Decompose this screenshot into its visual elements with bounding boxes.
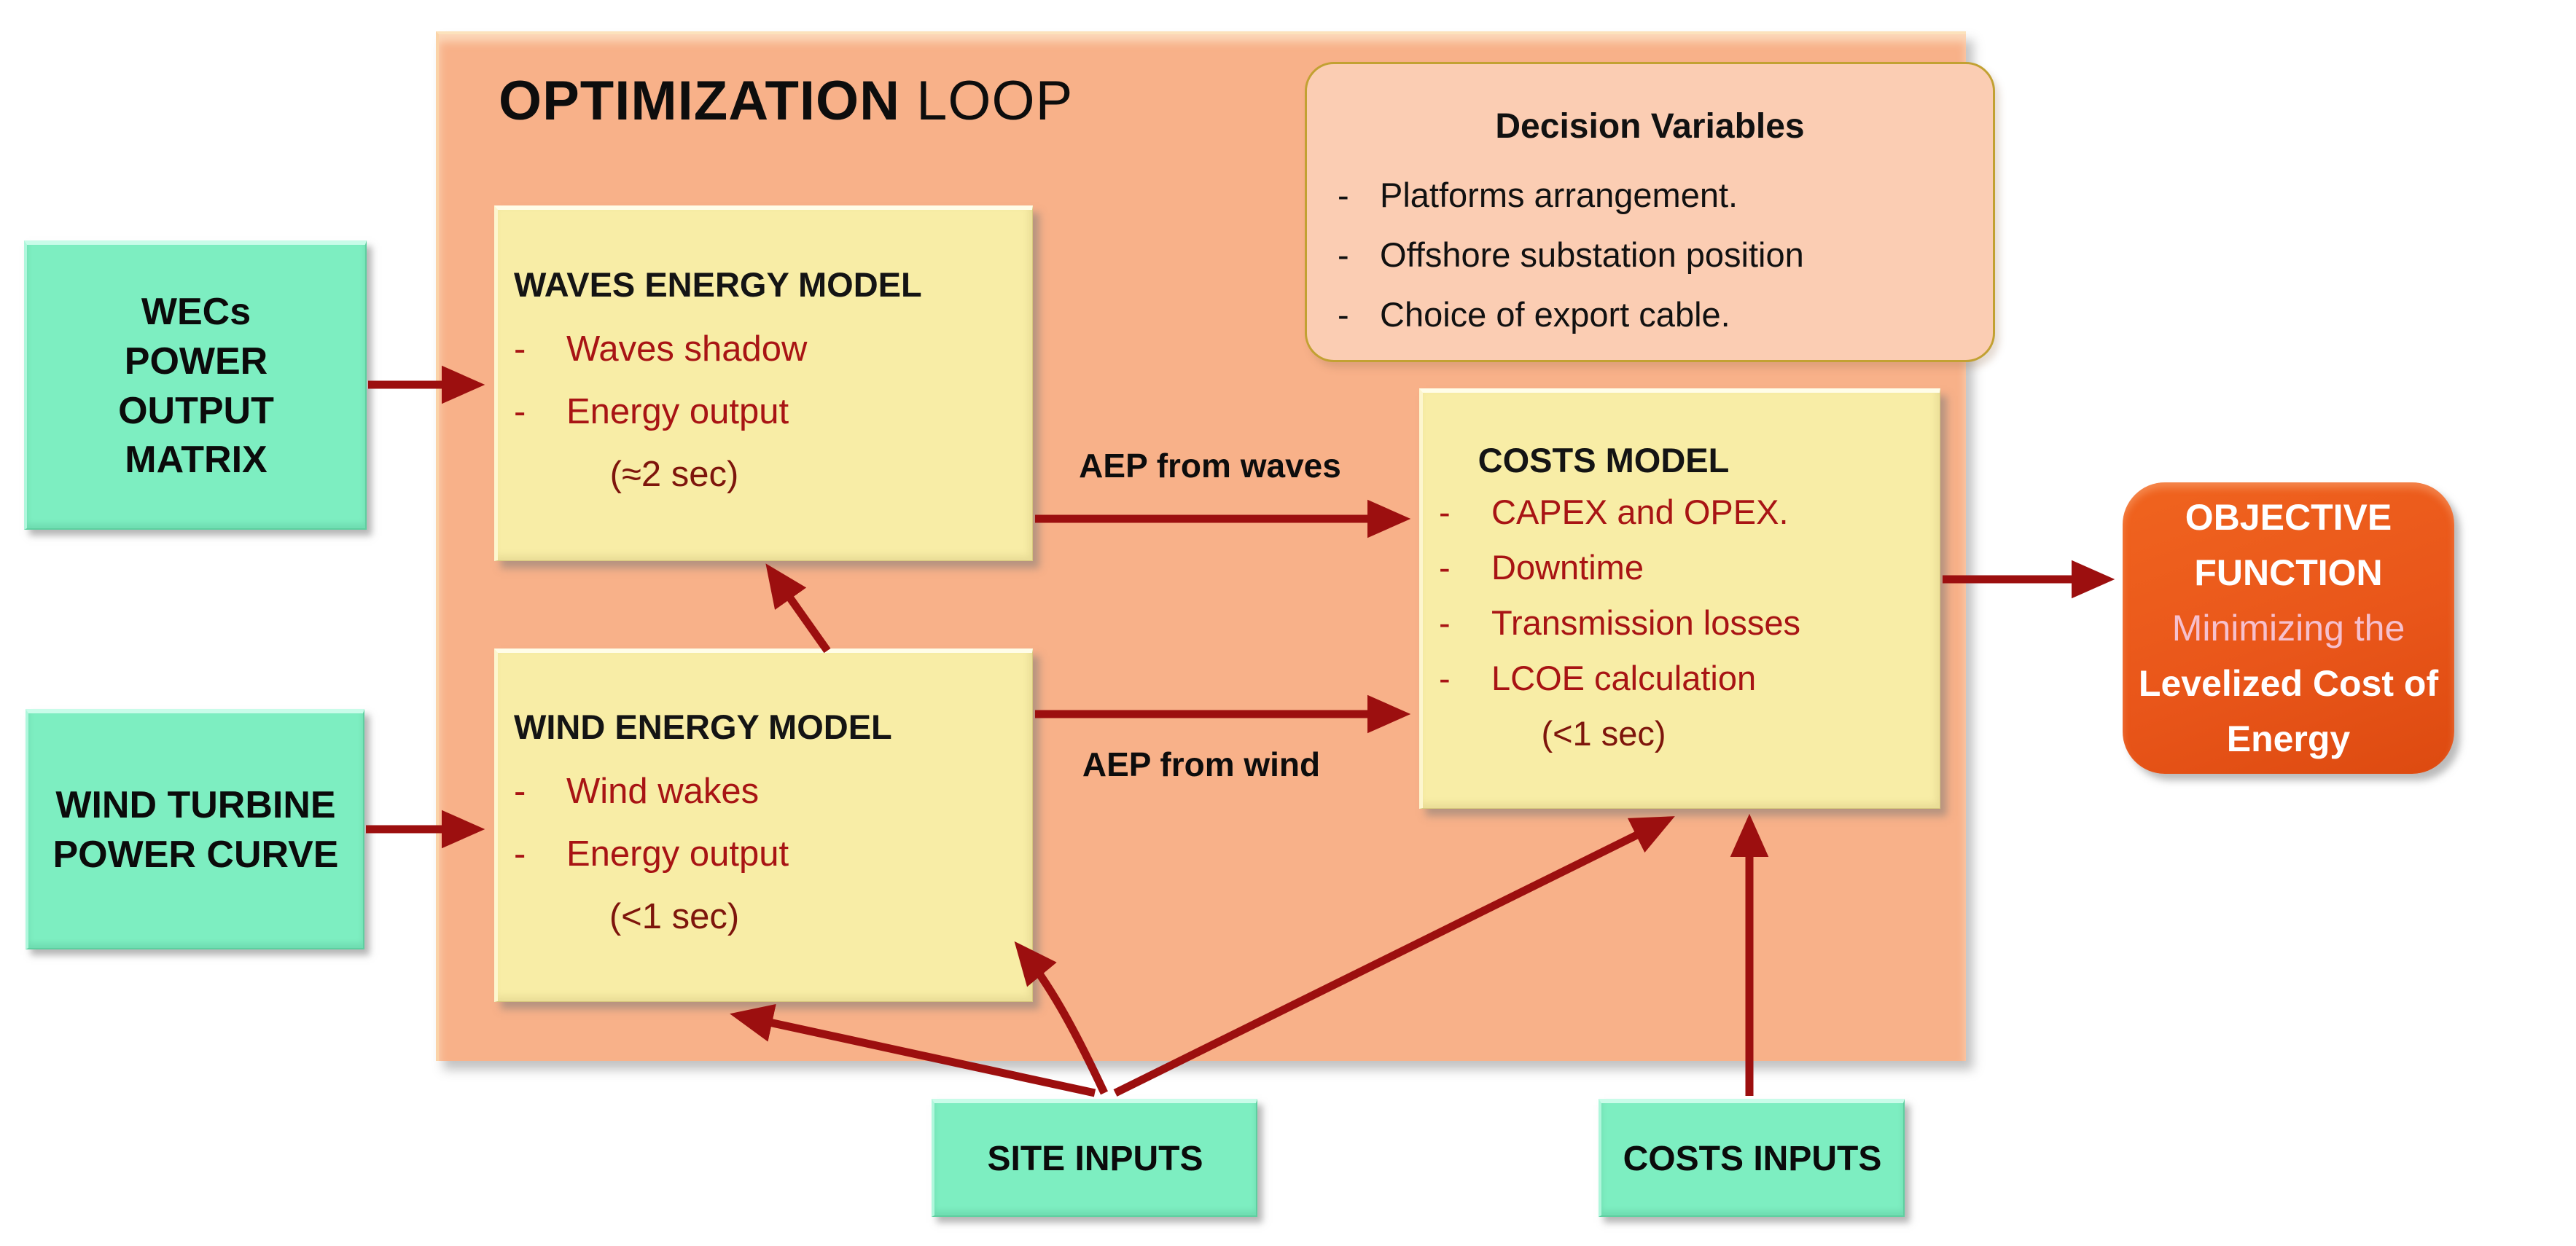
waves-energy-model-box: WAVES ENERGY MODEL Waves shadow Energy o… bbox=[494, 205, 1033, 561]
aep-from-waves-label: AEP from waves bbox=[1079, 447, 1341, 485]
model-bullet: Transmission losses bbox=[1439, 595, 1800, 651]
costs-model-title: COSTS MODEL bbox=[1478, 440, 1730, 479]
costs-inputs-box: COSTS INPUTS bbox=[1599, 1099, 1905, 1217]
decision-variables-title: Decision Variables bbox=[1495, 107, 1805, 146]
model-bullet-text: LCOE calculation bbox=[1491, 658, 1757, 697]
site-inputs-label: SITE INPUTS bbox=[987, 1139, 1203, 1178]
wind-energy-model-list: Wind wakes Energy output bbox=[514, 760, 835, 885]
wind-turbine-power-curve-box: WIND TURBINE POWER CURVE bbox=[26, 709, 364, 949]
wecs-power-output-matrix-label: WECs POWER OUTPUT MATRIX bbox=[118, 291, 274, 482]
decision-variables-list: Platforms arrangement. Offshore substati… bbox=[1307, 165, 1993, 345]
objective-function-subtitle-bold: Levelized Cost of Energy bbox=[2138, 663, 2439, 759]
decision-item-text: Choice of export cable. bbox=[1380, 295, 1730, 334]
model-bullet: CAPEX and OPEX. bbox=[1439, 485, 1789, 540]
wind-energy-model-box: WIND ENERGY MODEL Wind wakes Energy outp… bbox=[494, 649, 1033, 1002]
costs-model-list: CAPEX and OPEX. Downtime Transmission lo… bbox=[1439, 485, 1800, 706]
objective-function-title: OBJECTIVE FUNCTION bbox=[2185, 497, 2392, 593]
decision-item: Choice of export cable. bbox=[1338, 285, 1993, 345]
model-bullet-text: Transmission losses bbox=[1491, 603, 1800, 642]
loop-title-light: LOOP bbox=[899, 70, 1074, 132]
decision-item-text: Offshore substation position bbox=[1380, 235, 1804, 274]
waves-energy-model-title: WAVES ENERGY MODEL bbox=[514, 265, 922, 304]
loop-title: OPTIMIZATION LOOP bbox=[499, 69, 1073, 133]
model-bullet-text: Energy output bbox=[566, 392, 789, 431]
costs-model-time: (<1 sec) bbox=[1541, 713, 1666, 753]
wind-turbine-power-curve-label: WIND TURBINE POWER CURVE bbox=[52, 784, 339, 876]
aep-from-wind-label: AEP from wind bbox=[1082, 745, 1321, 783]
site-inputs-box: SITE INPUTS bbox=[932, 1099, 1257, 1217]
wind-energy-model-time: (<1 sec) bbox=[609, 896, 740, 936]
model-bullet: Wind wakes bbox=[514, 760, 835, 823]
decision-item-text: Platforms arrangement. bbox=[1380, 176, 1738, 214]
model-bullet-text: Waves shadow bbox=[566, 329, 808, 369]
model-bullet-text: Energy output bbox=[566, 834, 789, 874]
model-bullet-text: Wind wakes bbox=[566, 771, 760, 811]
model-bullet: LCOE calculation bbox=[1439, 651, 1768, 706]
decision-item: Offshore substation position bbox=[1338, 225, 1993, 285]
waves-energy-model-content: WAVES ENERGY MODEL Waves shadow Energy o… bbox=[514, 265, 922, 506]
wecs-power-output-matrix-box: WECs POWER OUTPUT MATRIX bbox=[24, 240, 367, 530]
costs-inputs-label: COSTS INPUTS bbox=[1623, 1139, 1882, 1178]
model-bullet: Downtime bbox=[1439, 540, 1768, 595]
costs-model-box: COSTS MODEL CAPEX and OPEX. Downtime Tra… bbox=[1419, 388, 1940, 809]
model-bullet: Energy output bbox=[514, 823, 835, 885]
model-bullet: Energy output bbox=[514, 380, 835, 443]
model-bullet: Waves shadow bbox=[514, 318, 835, 380]
waves-energy-model-time: (≈2 sec) bbox=[609, 455, 739, 494]
decision-item: Platforms arrangement. bbox=[1338, 165, 1993, 225]
loop-title-bold: OPTIMIZATION bbox=[499, 70, 900, 132]
waves-energy-model-list: Waves shadow Energy output bbox=[514, 318, 835, 443]
costs-model-content: COSTS MODEL CAPEX and OPEX. Downtime Tra… bbox=[1439, 440, 1800, 761]
model-bullet-text: Downtime bbox=[1491, 547, 1644, 587]
objective-function-box: OBJECTIVE FUNCTION Minimizing the Leveli… bbox=[2123, 482, 2454, 774]
model-bullet-text: CAPEX and OPEX. bbox=[1491, 492, 1789, 531]
objective-function-subtitle-light: Minimizing the bbox=[2171, 608, 2405, 649]
wind-energy-model-content: WIND ENERGY MODEL Wind wakes Energy outp… bbox=[514, 707, 892, 948]
decision-variables-box: Decision Variables Platforms arrangement… bbox=[1305, 62, 1995, 362]
wind-energy-model-title: WIND ENERGY MODEL bbox=[514, 707, 892, 746]
